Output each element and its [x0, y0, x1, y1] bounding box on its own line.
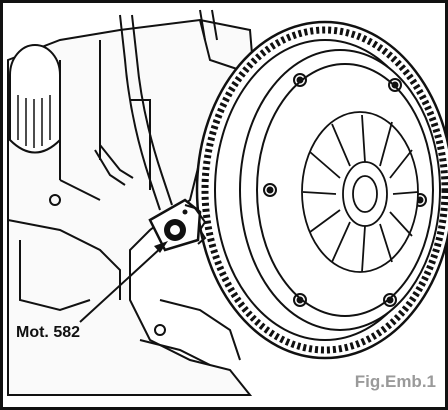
figure-label: Fig.Emb.1: [354, 372, 436, 391]
oil-filter: [9, 44, 61, 154]
pipes: [94, 9, 218, 211]
engine-block: [7, 18, 257, 396]
tool-label: Mot. 582: [16, 324, 81, 341]
leader-arrow: [79, 241, 168, 323]
diaphragm-spring: [301, 111, 419, 273]
